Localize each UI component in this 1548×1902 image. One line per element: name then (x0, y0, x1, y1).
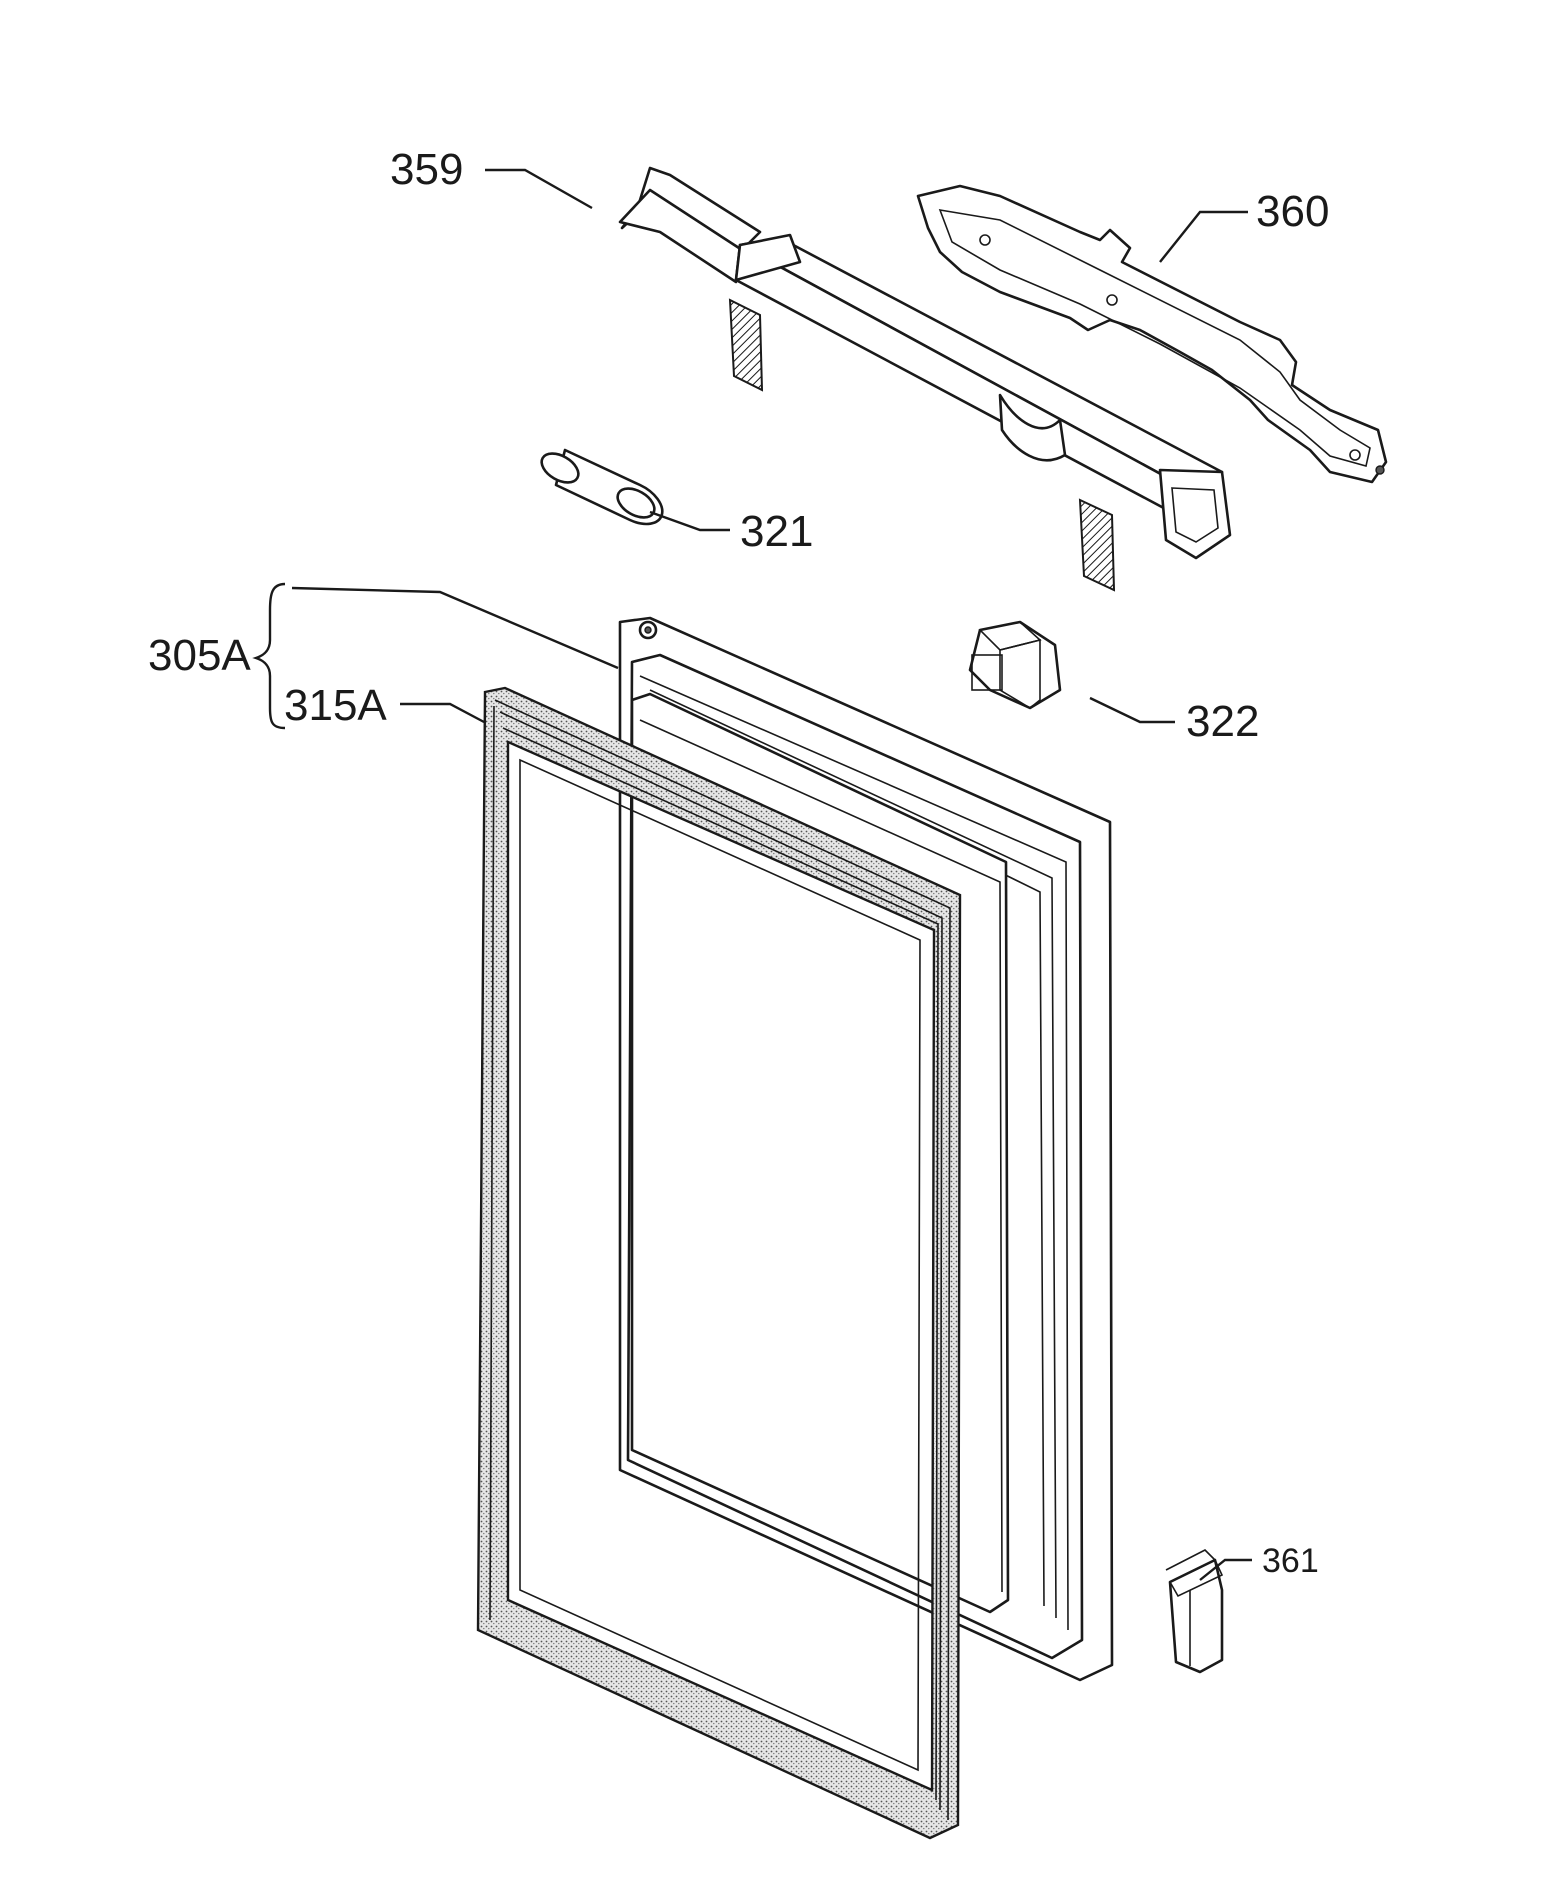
leader-359 (485, 168, 593, 210)
label-361: 361 (1262, 1542, 1319, 1580)
label-359: 359 (390, 145, 463, 194)
part-361-clip (1165, 1549, 1224, 1674)
leader-315A (400, 702, 485, 724)
label-321: 321 (740, 507, 813, 556)
part-360-hinge-plate (916, 184, 1388, 484)
label-315A: 315A (284, 681, 387, 730)
leader-360 (1159, 210, 1248, 263)
part-321-cylinder-pin (540, 448, 664, 526)
leader-361 (1199, 1558, 1252, 1581)
leader-lines (252, 168, 1252, 1581)
part-315A-gasket (476, 686, 962, 1840)
part-322-block (968, 620, 1062, 710)
label-360: 360 (1256, 187, 1329, 236)
leader-305A (291, 586, 619, 670)
part-305A-door-frame (618, 616, 1114, 1682)
leader-322 (1089, 696, 1175, 724)
part-labels: 359 360 321 305A 315A 322 361 (148, 145, 1329, 1580)
leader-321 (649, 510, 730, 532)
brace-305A-315A (252, 582, 286, 730)
label-305A: 305A (148, 631, 251, 680)
label-322: 322 (1186, 697, 1259, 746)
part-359-top-bar (618, 166, 1232, 592)
